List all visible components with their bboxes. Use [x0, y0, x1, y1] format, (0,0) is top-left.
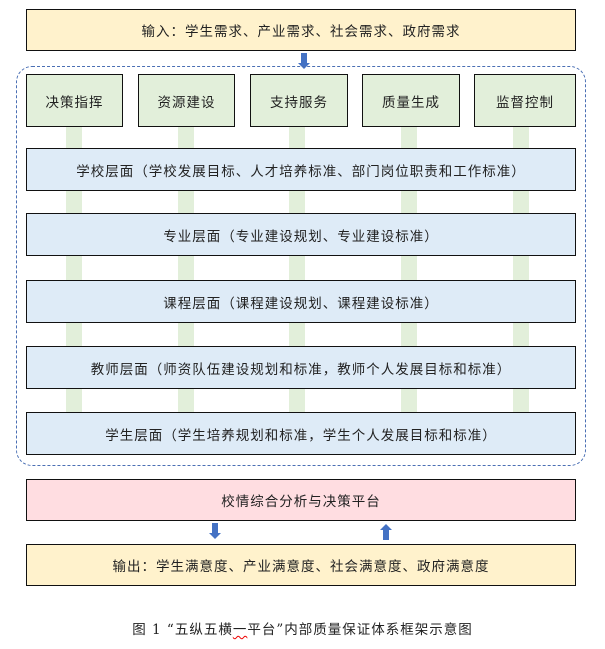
output-box: 输出：学生满意度、产业满意度、社会满意度、政府满意度 [26, 544, 576, 586]
pillar-resource-building: 资源建设 [138, 74, 235, 127]
pillar-connector [513, 126, 529, 412]
caption-flagged-word: 一 [232, 622, 248, 638]
layer-major: 专业层面（专业建设规划、专业建设标准） [26, 213, 576, 256]
pillar-support-service: 支持服务 [250, 74, 348, 127]
platform-box: 校情综合分析与决策平台 [26, 479, 576, 521]
pillar-connector [289, 126, 305, 412]
caption-prefix: 图 1 “五纵五横 [132, 622, 233, 638]
pillar-connector [66, 126, 82, 412]
pillar-supervision-control: 监督控制 [474, 74, 576, 127]
caption-suffix: 平台”内部质量保证体系框架示意图 [247, 622, 473, 638]
layer-student: 学生层面（学生培养规划和标准，学生个人发展目标和标准） [26, 412, 576, 455]
pillar-connector [178, 126, 194, 412]
layer-course: 课程层面（课程建设规划、课程建设标准） [26, 280, 576, 323]
pillar-connector [401, 126, 417, 412]
layer-teacher: 教师层面（师资队伍建设规划和标准，教师个人发展目标和标准） [26, 346, 576, 389]
figure-caption: 图 1 “五纵五横一平台”内部质量保证体系框架示意图 [0, 618, 605, 638]
input-box: 输入：学生需求、产业需求、社会需求、政府需求 [26, 9, 576, 51]
internal-system-frame [16, 66, 586, 466]
layer-school: 学校层面（学校发展目标、人才培养标准、部门岗位职责和工作标准） [26, 148, 576, 191]
pillar-quality-generation: 质量生成 [362, 74, 460, 127]
pillar-decision-command: 决策指挥 [26, 74, 123, 127]
